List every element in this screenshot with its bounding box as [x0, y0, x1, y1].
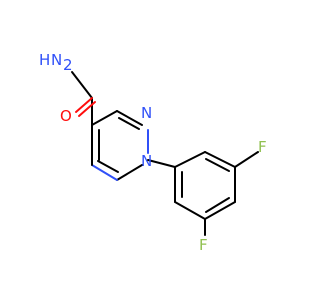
- bond-ph4-ph5: [204, 201, 236, 220]
- bond-ph3-f1: [234, 151, 259, 168]
- atom-label-ring-n3: N: [141, 152, 152, 170]
- atom-label-f1: F: [258, 138, 267, 156]
- bond-c4-n3: [116, 110, 143, 126]
- bond-ph4-ph5-inner: [205, 197, 230, 213]
- atom-label-amide-n: N: [51, 51, 62, 69]
- bond-ph5-ph6: [174, 201, 206, 220]
- bond-ph2-ph3: [204, 151, 236, 168]
- bond-n1-c6: [91, 164, 118, 181]
- bond-carbonyl-nitrogen: [71, 71, 93, 99]
- bond-c2-phenyl: [147, 159, 176, 168]
- atom-label-o: O: [60, 107, 72, 125]
- bond-ph2-ph3-inner: [205, 158, 230, 172]
- bond-c2-n1: [116, 164, 143, 181]
- atom-label-f2: F: [199, 236, 208, 254]
- bond-c4-n3-inner: [118, 117, 140, 130]
- atom-label-h: H: [39, 51, 50, 69]
- molecule-diagram: H N 2 O N N F F: [0, 0, 300, 300]
- bond-c5-c4: [91, 110, 118, 126]
- atom-label-amide-sub: 2: [63, 56, 73, 74]
- bond-carbonyl-oxygen-a: [75, 97, 93, 113]
- background: [0, 0, 300, 300]
- bond-n1-c6-inner: [97, 160, 119, 173]
- bond-ph1-ph2: [174, 151, 206, 168]
- atom-label-ring-n1: N: [141, 104, 152, 122]
- bond-carbonyl-oxygen-b: [78, 101, 96, 117]
